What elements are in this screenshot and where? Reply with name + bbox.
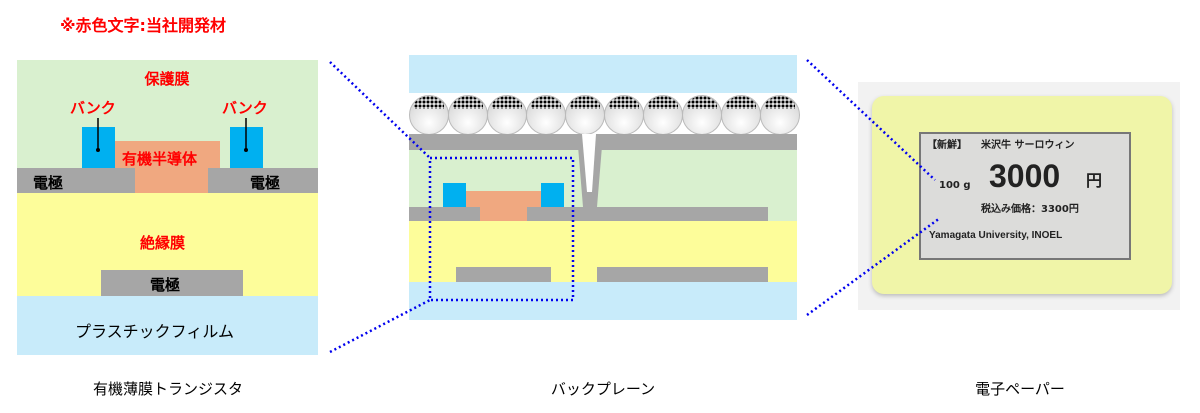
gate-line [597, 267, 768, 282]
bank-left [443, 183, 466, 207]
bank-right-label: バンク [222, 99, 268, 117]
bottom-film [409, 282, 797, 320]
price-text: 3000 [989, 158, 1061, 194]
insulator-label: 絶縁膜 [140, 234, 186, 252]
microcapsule [448, 95, 488, 135]
electrode-left [17, 168, 135, 193]
gate-electrode [456, 267, 551, 282]
microcapsule [409, 95, 449, 135]
microcapsule [721, 95, 761, 135]
top-film [409, 55, 797, 93]
yen-text: 円 [1086, 171, 1103, 190]
electrode-left-label: 電極 [33, 174, 64, 192]
gate-electrode [101, 270, 243, 296]
microcapsule [682, 95, 722, 135]
film-label: プラスチックフィルム [75, 322, 235, 341]
film-layer [17, 296, 318, 355]
microcapsule [760, 95, 800, 135]
bank-left-label: バンク [70, 99, 116, 117]
epaper-photo: 【新鮮】 米沢牛 サーロウィン 100 g 3000 円 税込み価格：3300円… [858, 82, 1180, 310]
microcapsule [487, 95, 527, 135]
electrode-right [208, 168, 318, 193]
pixel-electrode [409, 134, 797, 150]
drain-electrode [527, 207, 768, 221]
tax-price-text: 税込み価格：3300円 [981, 204, 1079, 215]
protective-label: 保護膜 [144, 70, 190, 88]
product-text: 米沢牛 サーロウィン [981, 140, 1075, 151]
gate-label: 電極 [150, 276, 181, 294]
source-electrode [409, 207, 480, 221]
epaper-frame: 【新鮮】 米沢牛 サーロウィン 100 g 3000 円 税込み価格：3300円… [872, 96, 1172, 294]
tag-text: 【新鮮】 [927, 140, 967, 151]
semiconductor-label: 有機半導体 [122, 150, 198, 168]
credit-text: Yamagata University, INOEL [929, 230, 1063, 241]
otft-caption: 有機薄膜トランジスタ [92, 380, 243, 398]
weight-text: 100 g [939, 180, 971, 191]
epaper-screen: 【新鮮】 米沢牛 サーロウィン 100 g 3000 円 税込み価格：3300円… [919, 132, 1131, 260]
bank-right [541, 183, 564, 207]
backplane-caption: バックプレーン [550, 380, 656, 398]
epaper-caption: 電子ペーパー [975, 380, 1065, 398]
legend-note: ※赤色文字:当社開発材 [60, 16, 226, 35]
microcapsule [565, 95, 605, 135]
electrode-right-label: 電極 [250, 174, 281, 192]
microcapsule [526, 95, 566, 135]
